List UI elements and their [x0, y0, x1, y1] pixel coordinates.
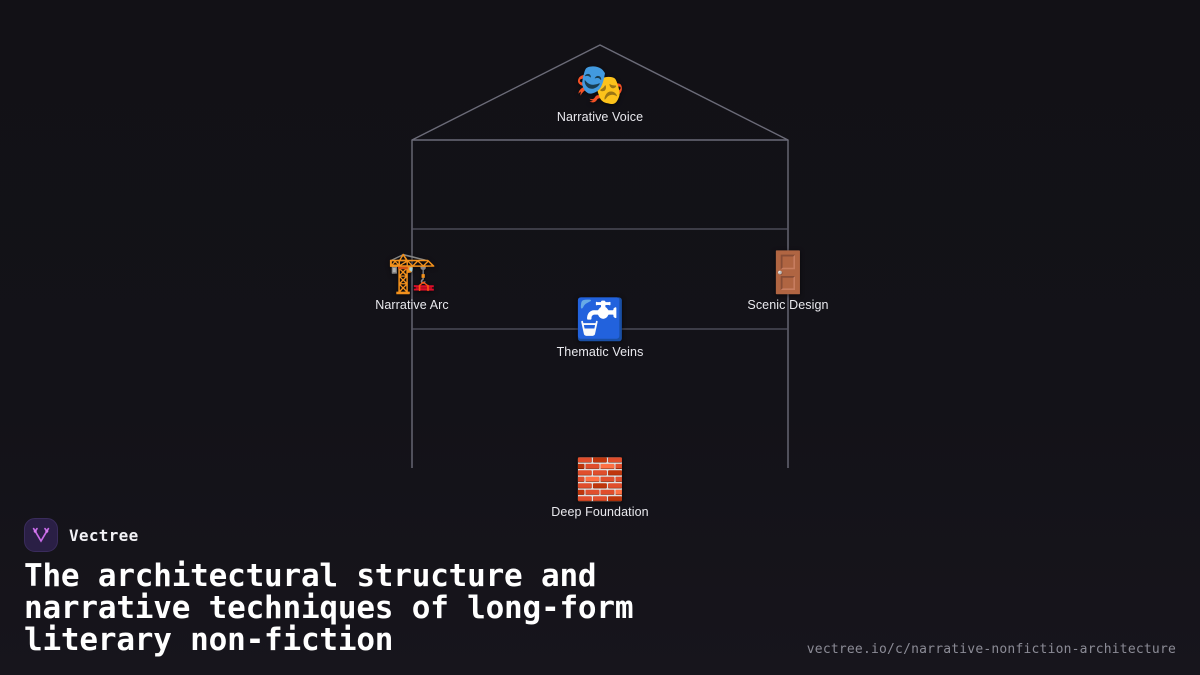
potable-water-tap-icon: 🚰 [575, 297, 625, 343]
node-thematic-veins[interactable]: 🚰 Thematic Veins [490, 297, 710, 360]
vectree-logo-icon [24, 518, 58, 552]
node-label-narrative-voice: Narrative Voice [556, 110, 644, 124]
node-narrative-voice[interactable]: 🎭 Narrative Voice [490, 62, 710, 125]
door-icon: 🚪 [763, 250, 813, 296]
node-scenic-design[interactable]: 🚪 Scenic Design [678, 250, 898, 313]
brand-row[interactable]: Vectree [24, 518, 139, 552]
roof-outline [411, 44, 789, 141]
brick-icon: 🧱 [575, 457, 625, 503]
node-label-scenic-design: Scenic Design [747, 298, 829, 312]
node-deep-foundation[interactable]: 🧱 Deep Foundation [490, 457, 710, 520]
page-title: The architectural structure and narrativ… [24, 558, 634, 658]
performing-arts-masks-icon: 🎭 [575, 62, 625, 108]
footer: Vectree The architectural structure and … [0, 510, 1200, 675]
construction-crane-icon: 🏗️ [387, 250, 437, 296]
diagram-stage: 🎭 Narrative Voice 🏗️ Narrative Arc 🚪 Sce… [302, 44, 898, 520]
source-url: vectree.io/c/narrative-nonfiction-archit… [806, 642, 1176, 657]
node-label-narrative-arc: Narrative Arc [375, 298, 449, 312]
house-outline-graphic [411, 44, 789, 468]
node-label-deep-foundation: Deep Foundation [551, 505, 649, 519]
node-narrative-arc[interactable]: 🏗️ Narrative Arc [302, 250, 522, 313]
node-label-thematic-veins: Thematic Veins [556, 345, 644, 359]
brand-name: Vectree [69, 525, 139, 545]
